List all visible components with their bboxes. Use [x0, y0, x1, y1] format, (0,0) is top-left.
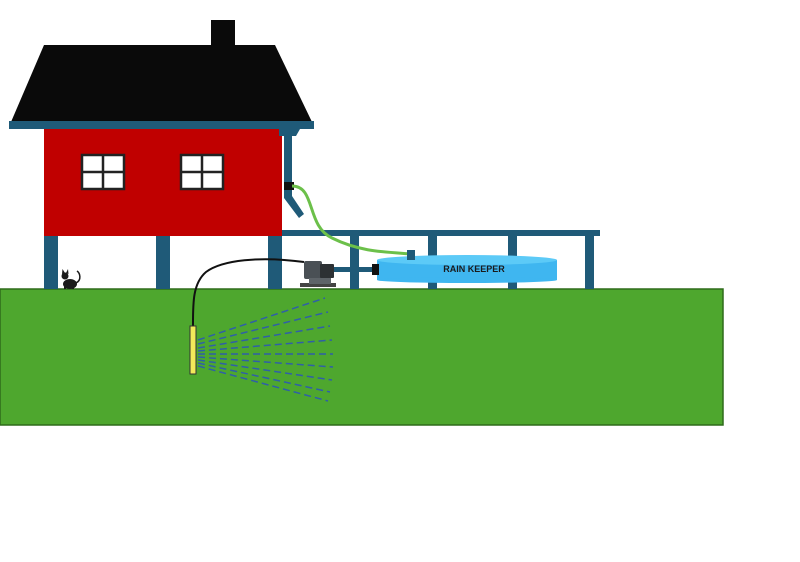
pump-pipe: [334, 267, 378, 272]
green-hose: [291, 184, 413, 256]
pump-icon: [300, 261, 336, 287]
black-hose: [191, 258, 305, 331]
sprinkler-icon: [189, 325, 197, 375]
roof-eave: [9, 121, 314, 129]
roof: [11, 45, 312, 122]
downspout: [279, 129, 304, 218]
window-right: [179, 153, 225, 191]
water-tank: RAIN KEEPER: [377, 250, 557, 283]
lawn: [0, 288, 724, 426]
window-left: [80, 153, 126, 191]
diverter: [284, 182, 294, 190]
tank-label: RAIN KEEPER: [443, 264, 505, 274]
pump-fitting: [372, 264, 379, 275]
house-stilts: [44, 236, 282, 289]
house-wall: [44, 128, 282, 236]
spray: [197, 297, 334, 402]
cat-icon: [61, 269, 81, 289]
